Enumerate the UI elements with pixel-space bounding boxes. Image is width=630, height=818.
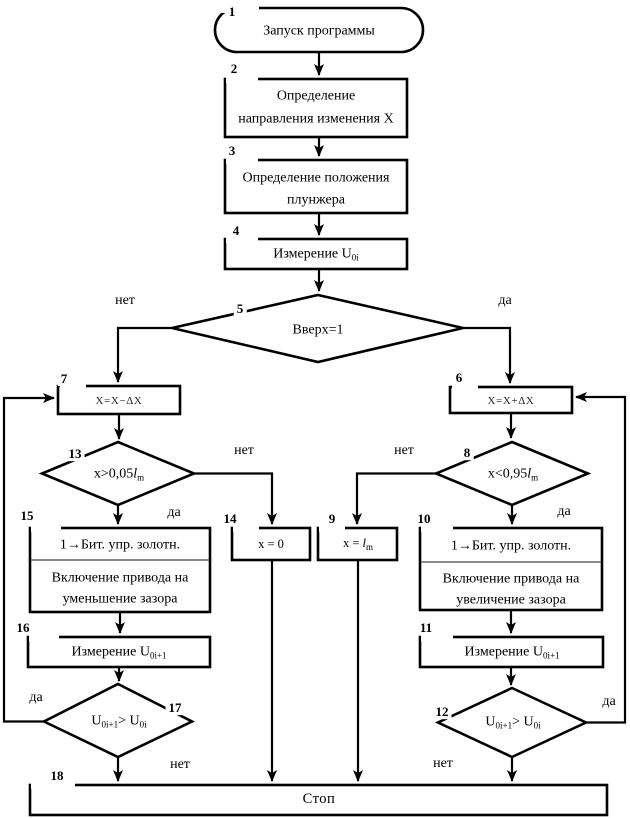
node-15-number: 15 — [17, 509, 37, 523]
node-9-number: 9 — [325, 512, 339, 526]
process-7-shape — [56, 384, 182, 416]
node-10-label-top: 1→Бит. упр. золотн. — [450, 538, 572, 554]
node-10-number: 10 — [414, 512, 434, 526]
corner-gaps — [29, 3, 478, 789]
node-11-label: Измерение U0i+1 — [464, 644, 560, 661]
node-5-label: Вверх=1 — [292, 322, 344, 338]
node-2-number: 2 — [227, 62, 241, 76]
process-2-shape — [223, 77, 409, 139]
node-shapes — [26, 6, 609, 817]
node-14-number: 14 — [220, 512, 240, 526]
node-7-label: X=X−ΔX — [95, 394, 143, 407]
node-15-label-top: 1→Бит. упр. золотн. — [59, 537, 181, 553]
node-17-label: U0i+1> U0i — [91, 713, 147, 730]
node-8-number: 8 — [460, 446, 474, 460]
node-12-label: U0i+1> U0i — [485, 714, 541, 731]
node-3-number: 3 — [225, 144, 239, 158]
process-11-shape — [418, 635, 605, 669]
node-11-number: 11 — [416, 621, 436, 635]
decision-8-shape — [432, 440, 592, 507]
node-6-label: X=X+ΔX — [487, 394, 535, 407]
arrow-5-no-7 — [113, 326, 172, 383]
node-2-label-l1: Определение — [276, 88, 356, 104]
branch-label-yes-12: да — [602, 694, 616, 709]
terminator-18-shape — [28, 783, 609, 817]
node-16-label: Измерение U0i+1 — [71, 644, 167, 661]
arrow-17-yes-7-loop — [2, 393, 55, 723]
node-14-label: x = 0 — [258, 537, 284, 552]
process-3-shape — [223, 158, 409, 215]
branch-label-no-12: нет — [433, 756, 453, 771]
node-7-number: 7 — [57, 372, 71, 386]
node-3-label-l2: плунжера — [287, 192, 345, 208]
node-1-number: 1 — [225, 5, 239, 19]
arrow-13-no-14 — [194, 472, 277, 525]
process-15-shape — [28, 526, 212, 614]
node-3-label-l1: Определение положения — [242, 170, 390, 186]
process-6-shape — [448, 385, 574, 415]
branch-label-yes-17: да — [29, 690, 43, 705]
node-17-number: 17 — [165, 701, 185, 715]
process-16-shape — [26, 635, 212, 669]
node-10-label-l1: Включение привода на — [442, 571, 580, 587]
node-5-number: 5 — [233, 302, 247, 316]
arrow-5-yes-6 — [463, 326, 515, 384]
arrow-12-yes-6-loop — [575, 392, 627, 724]
process-14-shape — [230, 526, 312, 562]
node-13-number: 13 — [65, 447, 85, 461]
node-15-label-l1: Включение привода на — [51, 570, 189, 586]
branch-label-no-5: нет — [115, 293, 135, 308]
node-18-number: 18 — [47, 769, 67, 783]
node-18-label: Стоп — [302, 791, 336, 808]
node-10-label-l2: увеличение зазора — [456, 592, 566, 608]
node-16-number: 16 — [13, 621, 33, 635]
terminator-1-shape — [213, 6, 425, 54]
node-4-label: Измерение U0i — [273, 246, 359, 263]
node-6-number: 6 — [452, 371, 466, 385]
node-13-label: x>0,05lm — [93, 466, 145, 483]
node-8-label: x<0,95lm — [487, 466, 539, 483]
node-12-number: 12 — [432, 705, 452, 719]
branch-label-no-8: нет — [394, 443, 414, 458]
process-9-shape — [316, 526, 399, 562]
process-10-shape — [418, 526, 604, 612]
process-4-shape — [223, 237, 409, 271]
node-2-label-l2: направления изменения X — [238, 111, 394, 127]
branch-label-yes-8: да — [557, 504, 571, 519]
decision-12-shape — [434, 686, 590, 759]
branch-label-no-17: нет — [170, 757, 190, 772]
arrow-8-no-9 — [352, 472, 436, 525]
node-1-label: Запуск программы — [263, 23, 375, 39]
branch-label-yes-5: да — [498, 293, 512, 308]
branch-label-yes-13: да — [167, 505, 181, 520]
flow-lines — [2, 52, 627, 782]
node-9-label: x = lm — [342, 536, 374, 553]
node-4-number: 4 — [229, 224, 243, 238]
node-15-label-l2: уменьшение зазора — [62, 591, 178, 607]
branch-label-no-13: нет — [234, 443, 254, 458]
